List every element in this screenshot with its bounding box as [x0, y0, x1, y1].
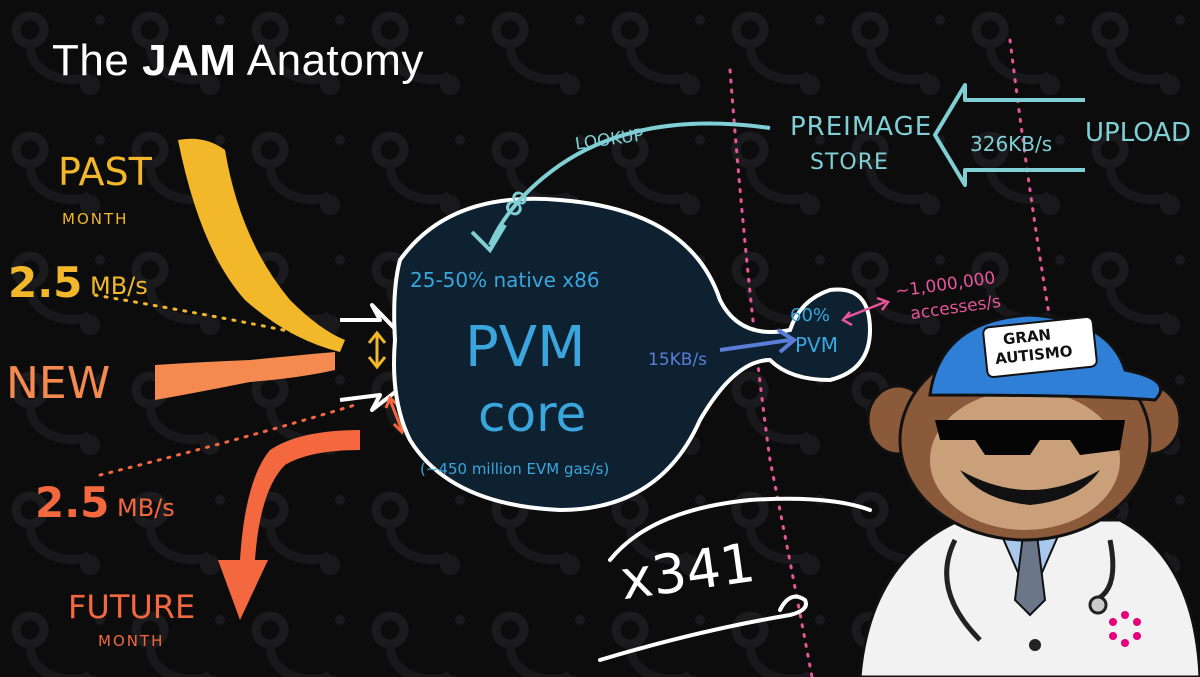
mascot-mouth	[960, 470, 1100, 505]
past-month-label: MONTH	[62, 210, 129, 228]
mascot-cap-patch	[982, 315, 1098, 379]
past-stream	[178, 138, 345, 352]
past-label: PAST	[58, 150, 152, 194]
preimage-label: PREIMAGE	[790, 112, 933, 142]
mascot-button	[1029, 639, 1041, 651]
lookup-arrow	[488, 121, 771, 246]
mascot-illustration	[858, 313, 1200, 677]
store-label: STORE	[810, 150, 889, 175]
upload-rate-label: 326KB/s	[970, 132, 1053, 156]
divider-line-2	[1008, 38, 1052, 322]
divider-line-1	[728, 68, 814, 677]
small-pvm-percent: 60%	[790, 305, 831, 326]
rate-top-value: 2.5	[8, 258, 83, 307]
future-stream	[218, 430, 360, 620]
mascot-sunglasses	[935, 420, 1125, 455]
future-dotted-line	[98, 403, 357, 477]
past-dotted-line	[93, 293, 332, 342]
lookup-arrow-head	[470, 223, 507, 254]
gas-label: (~450 million EVM gas/s)	[420, 460, 610, 478]
small-pvm-arrow	[719, 328, 798, 354]
upload-arrow	[933, 83, 1085, 187]
multiplier-loop	[598, 496, 872, 662]
slide-title: The JAM Anatomy	[52, 36, 424, 86]
core-label: core	[478, 385, 587, 443]
rate-top-unit: MB/s	[90, 272, 148, 300]
upload-label: UPLOAD	[1085, 118, 1192, 148]
new-label: NEW	[6, 358, 111, 409]
native-perf-label: 25-50% native x86	[410, 268, 600, 292]
future-label: FUTURE	[68, 588, 196, 626]
future-month-label: MONTH	[98, 632, 165, 650]
rate-bottom-unit: MB/s	[117, 494, 175, 522]
polkadot-logo	[1109, 611, 1141, 647]
mascot-stethoscope-head	[1088, 595, 1108, 615]
title-bold: JAM	[142, 36, 237, 85]
accesses-arrow	[841, 296, 891, 327]
pvm-core-blob	[392, 196, 873, 513]
mascot-face	[930, 390, 1120, 530]
rate-bottom-value: 2.5	[35, 478, 110, 527]
title-prefix: The	[52, 36, 130, 85]
small-pvm-rate: 15KB/s	[648, 350, 708, 370]
title-suffix: Anatomy	[246, 36, 424, 85]
small-pvm-label: PVM	[795, 333, 838, 357]
bidirectional-arrow-top	[367, 330, 387, 370]
new-stream	[155, 352, 335, 400]
pvm-label: PVM	[465, 315, 586, 380]
